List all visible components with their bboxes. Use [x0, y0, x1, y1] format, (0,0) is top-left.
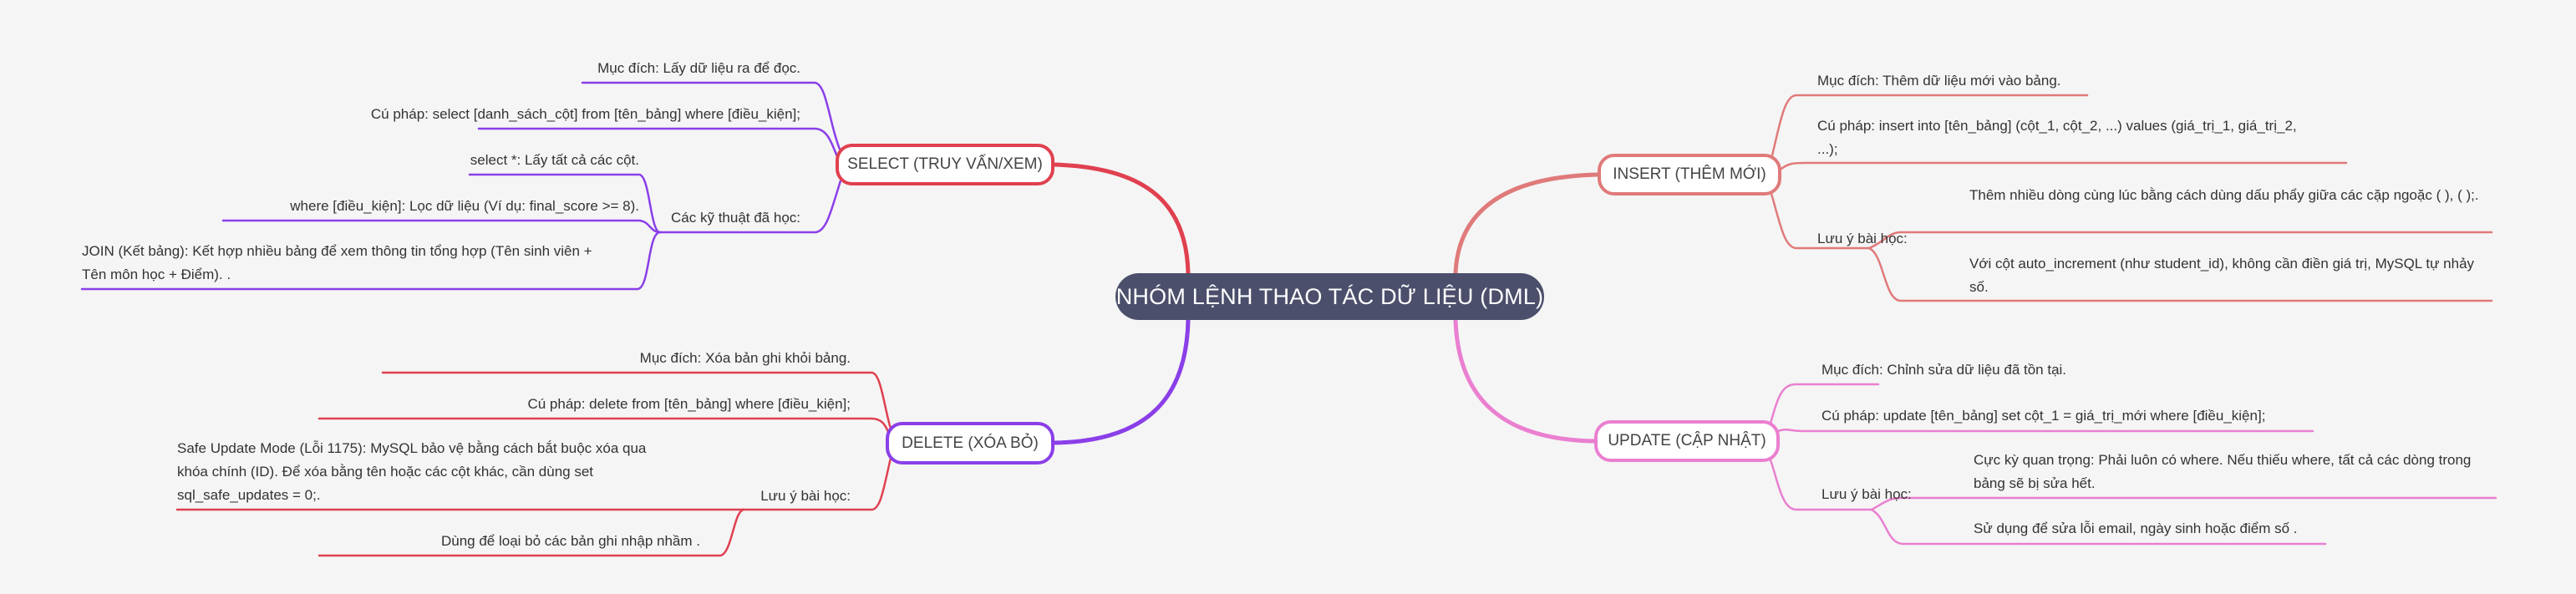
select-purpose[interactable]: Mục đích: Lấy dữ liệu ra để đọc. — [597, 60, 800, 76]
branch-insert — [1453, 172, 1600, 276]
insert-syntax[interactable]: Cú pháp: insert into [tên_bảng] (cột_1, … — [1817, 118, 2297, 157]
topic-delete[interactable]: DELETE (XÓA BỎ) — [886, 422, 1054, 465]
select-technique-item[interactable]: where [điều_kiện]: Lọc dữ liệu (Ví dụ: f… — [290, 198, 639, 214]
insert-note-item[interactable]: Với cột auto_increment (như student_id),… — [1969, 256, 2475, 295]
branch-select — [1050, 162, 1191, 276]
delete-syntax[interactable]: Cú pháp: delete from [tên_bảng] where [đ… — [527, 396, 851, 412]
update-notes-label[interactable]: Lưu ý bài học: — [1821, 486, 1912, 502]
insert-notes-label[interactable]: Lưu ý bài học: — [1817, 231, 1908, 246]
delete-notes-label[interactable]: Lưu ý bài học: — [760, 488, 851, 504]
delete-purpose[interactable]: Mục đích: Xóa bản ghi khỏi bảng. — [639, 350, 851, 366]
update-note-item[interactable]: Cực kỳ quan trọng: Phải luôn có where. N… — [1974, 452, 2472, 491]
branch-update — [1453, 317, 1597, 444]
insert-purpose[interactable]: Mục đích: Thêm dữ liệu mới vào bảng. — [1817, 73, 2061, 89]
select-syntax[interactable]: Cú pháp: select [danh_sách_cột] from [tê… — [370, 106, 800, 122]
root-topic-label: NHÓM LỆNH THAO TÁC DỮ LIỆU (DML) — [1115, 283, 1544, 309]
select-technique-item[interactable]: JOIN (Kết bảng): Kết hợp nhiều bảng để x… — [82, 243, 592, 282]
topic-insert[interactable]: INSERT (THÊM MỚI) — [1598, 154, 1781, 195]
branch-delete — [1052, 317, 1191, 445]
topic-update-label: UPDATE (CẬP NHẬT) — [1608, 432, 1766, 449]
delete-note-item[interactable]: Safe Update Mode (Lỗi 1175): MySQL bảo v… — [177, 440, 647, 503]
insert-note-item[interactable]: Thêm nhiều dòng cùng lúc bằng cách dùng … — [1969, 187, 2479, 203]
topic-insert-label: INSERT (THÊM MỚI) — [1613, 165, 1766, 183]
topic-select[interactable]: SELECT (TRUY VẤN/XEM) — [836, 144, 1054, 185]
update-note-item[interactable]: Sử dụng để sửa lỗi email, ngày sinh hoặc… — [1974, 520, 2298, 536]
select-technique-item[interactable]: select *: Lấy tất cả các cột. — [470, 152, 639, 168]
topic-select-label: SELECT (TRUY VẤN/XEM) — [847, 155, 1043, 173]
delete-note-item[interactable]: Dùng để loại bỏ các bản ghi nhập nhầm . — [440, 533, 700, 549]
select-techniques-label[interactable]: Các kỹ thuật đã học: — [671, 210, 800, 226]
update-syntax[interactable]: Cú pháp: update [tên_bảng] set cột_1 = g… — [1821, 408, 2266, 424]
update-purpose[interactable]: Mục đích: Chỉnh sửa dữ liệu đã tồn tại. — [1821, 362, 2067, 378]
topic-update[interactable]: UPDATE (CẬP NHẬT) — [1594, 420, 1780, 462]
root-topic[interactable]: NHÓM LỆNH THAO TÁC DỮ LIỆU (DML) — [1115, 273, 1544, 320]
topic-delete-label: DELETE (XÓA BỎ) — [902, 434, 1039, 452]
